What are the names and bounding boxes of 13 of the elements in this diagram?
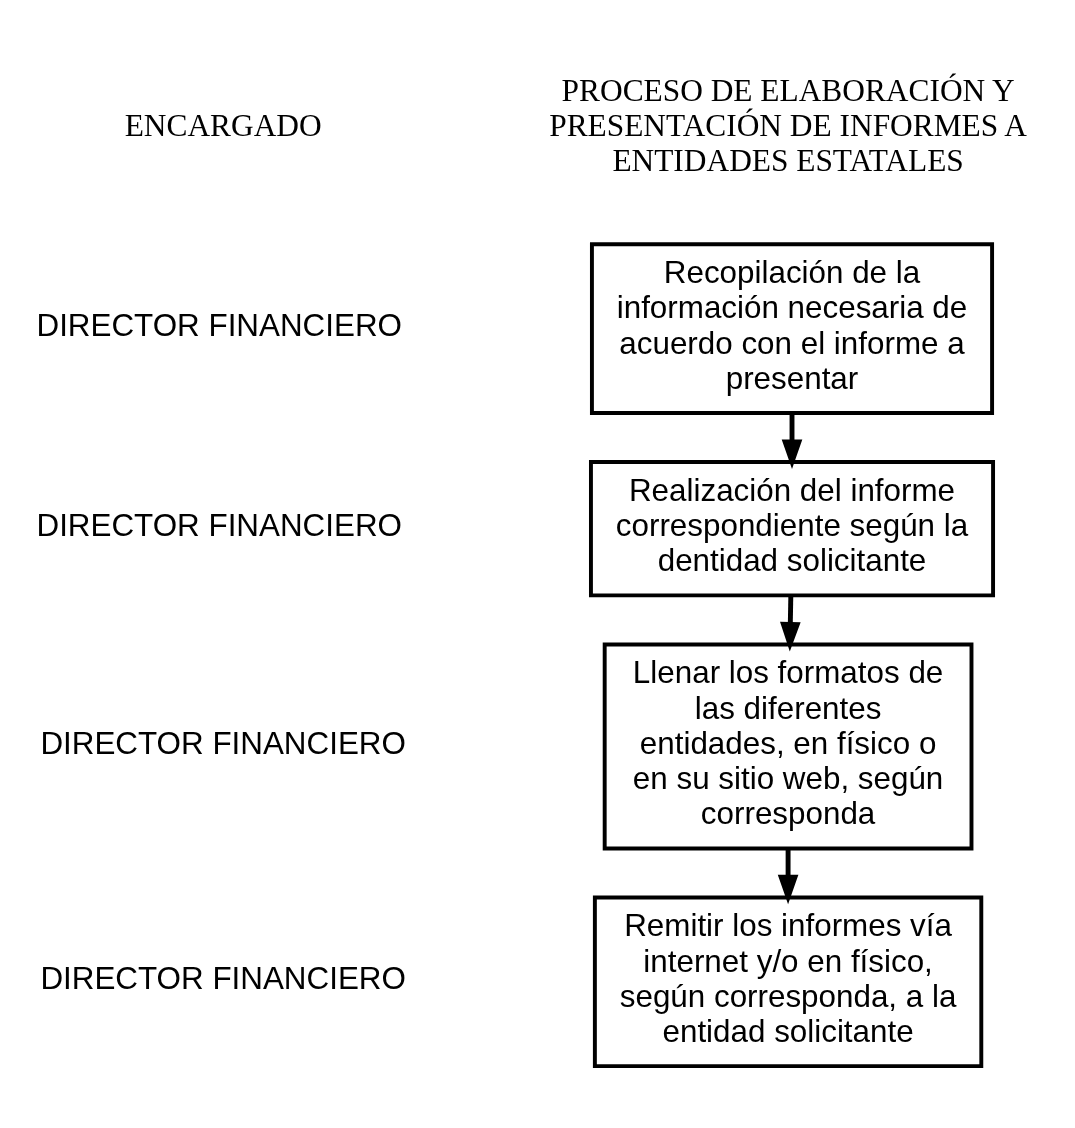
- node-box: Realización del informe correspondiente según la dentidad solicitante: [589, 460, 996, 598]
- node-box: Llenar los formatos de las diferentes entidades, en físico o en su sitio web, según corresponda: [602, 642, 974, 851]
- arrow: [777, 848, 799, 905]
- label: DIRECTOR FINANCIERO: [40, 725, 406, 761]
- node-box: Remitir los informes vía internet y/o en físico, según corresponda, a la entidad solicitante: [592, 895, 984, 1069]
- label: DIRECTOR FINANCIERO: [40, 961, 406, 997]
- node-box: Recopilación de la información necesaria de acuerdo con el informe a presentar: [589, 242, 995, 415]
- arrow: [781, 413, 803, 469]
- label: DIRECTOR FINANCIERO: [36, 508, 402, 544]
- label: DIRECTOR FINANCIERO: [36, 308, 402, 344]
- label: PROCESO DE ELABORACIÓN Y PRESENTACIÓN DE INFORMES A ENTIDADES ESTATALES: [549, 72, 1027, 179]
- label: ENCARGADO: [124, 107, 322, 143]
- arrow: [780, 595, 801, 652]
